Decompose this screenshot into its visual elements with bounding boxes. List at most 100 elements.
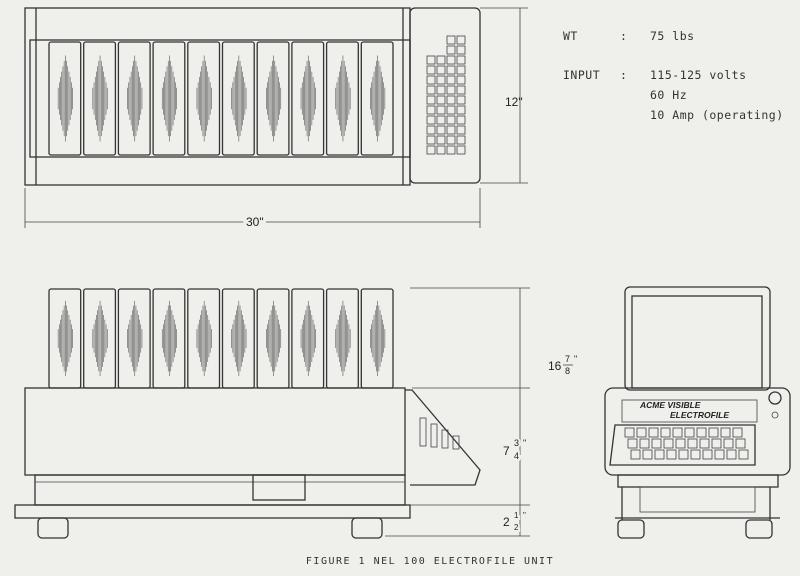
weight-separator: : [620, 29, 628, 43]
key [426, 115, 436, 125]
card-tray [187, 41, 221, 156]
key [456, 145, 466, 155]
key [660, 427, 671, 438]
svg-text:3: 3 [514, 438, 519, 448]
svg-text:8: 8 [565, 366, 570, 376]
svg-text:2: 2 [514, 523, 519, 532]
svg-text:1: 1 [514, 511, 519, 520]
key [456, 65, 466, 75]
svg-text:4: 4 [514, 451, 519, 461]
card-tray [48, 288, 82, 389]
key [735, 438, 746, 449]
key [426, 65, 436, 75]
foot [617, 519, 645, 539]
key [446, 55, 456, 65]
key [426, 55, 436, 65]
card-tray [117, 41, 151, 156]
key [456, 45, 466, 55]
foot [351, 517, 383, 539]
key [708, 427, 719, 438]
key [446, 35, 456, 45]
card-tray [291, 41, 325, 156]
key [426, 105, 436, 115]
top-view: 12" 30" [24, 7, 528, 232]
key [720, 427, 731, 438]
card-tray [325, 41, 359, 156]
card-tray [83, 41, 117, 156]
key [426, 135, 436, 145]
key [446, 85, 456, 95]
card-tray [83, 288, 117, 389]
key [436, 105, 446, 115]
key [436, 115, 446, 125]
weight-label: WT [563, 29, 578, 43]
key [651, 438, 662, 449]
svg-text:": " [523, 438, 526, 448]
keyboard-housing-top [409, 7, 481, 184]
key [456, 125, 466, 135]
svg-text:": " [574, 354, 577, 364]
card-tray [360, 41, 394, 156]
key [642, 449, 653, 460]
power-knob [768, 391, 782, 405]
key [426, 75, 436, 85]
key [446, 65, 456, 75]
keyboard-side-profile [405, 389, 481, 486]
key [702, 449, 713, 460]
key [456, 85, 466, 95]
key [436, 95, 446, 105]
key [446, 135, 456, 145]
key [446, 105, 456, 115]
input-frequency: 60 Hz [650, 88, 688, 102]
key [436, 145, 446, 155]
key [436, 135, 446, 145]
key [687, 438, 698, 449]
card-tray [256, 41, 290, 156]
key [452, 435, 460, 450]
key [426, 95, 436, 105]
card-tray [152, 288, 186, 389]
svg-text:7: 7 [565, 354, 570, 364]
height-total-dimension: 16 7 8 " [548, 354, 577, 376]
card-tray [187, 288, 221, 389]
input-label: INPUT [563, 68, 601, 82]
key [426, 145, 436, 155]
key [654, 449, 665, 460]
key [723, 438, 734, 449]
key [456, 35, 466, 45]
key [699, 438, 710, 449]
key [624, 427, 635, 438]
card-tray [291, 288, 325, 389]
key [456, 105, 466, 115]
key [456, 115, 466, 125]
key [436, 125, 446, 135]
svg-text:7: 7 [503, 444, 510, 458]
key [714, 449, 725, 460]
key [436, 85, 446, 95]
key [675, 438, 686, 449]
key [446, 45, 456, 55]
side-view: ACME VISIBLE ELECTROFILE [604, 286, 791, 539]
card-tray [325, 288, 359, 389]
panel-label-line2: ELECTROFILE [670, 410, 729, 420]
key [711, 438, 722, 449]
key [446, 75, 456, 85]
depth-dimension: 12" [505, 95, 523, 109]
card-tray [48, 41, 82, 156]
key [436, 55, 446, 65]
key [456, 55, 466, 65]
card-tray [256, 288, 290, 389]
key [672, 427, 683, 438]
figure-caption: FIGURE 1 NEL 100 ELECTROFILE UNIT [305, 556, 555, 567]
card-tray [221, 288, 255, 389]
key [663, 438, 674, 449]
foot [37, 517, 69, 539]
key [666, 449, 677, 460]
card-tray [360, 288, 394, 389]
key [732, 427, 743, 438]
panel-label-line1: ACME VISIBLE [639, 400, 701, 410]
key [430, 423, 438, 448]
key [446, 145, 456, 155]
key [684, 427, 695, 438]
